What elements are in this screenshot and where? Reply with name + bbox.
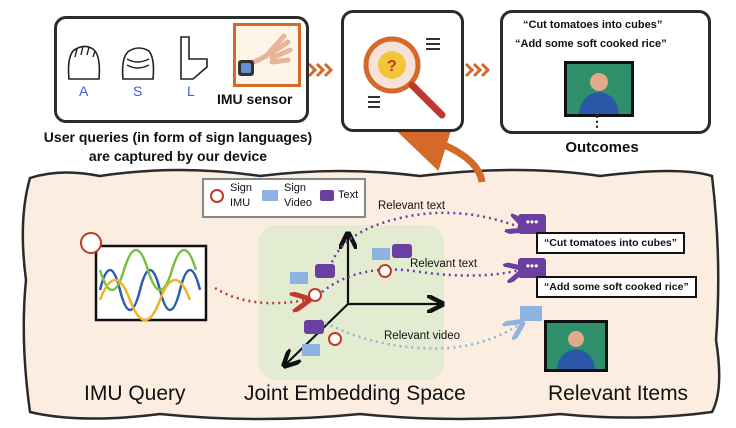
relevant-text-label-2: Relevant text	[410, 258, 478, 270]
legend: Sign IMU Sign Video Text	[202, 178, 366, 218]
text-icon	[320, 190, 334, 201]
imu-to-embedding-arrow	[214, 286, 306, 303]
legend-sign-video-line-2: Video	[284, 197, 312, 209]
hand-letter-a: A	[79, 83, 89, 99]
relevant-item-video-thumbnail	[544, 320, 608, 372]
legend-sign-video-line-1: Sign	[284, 182, 307, 194]
embedding-video-icon-1	[290, 272, 308, 284]
outcomes-panel: “Cut tomatoes into cubes” “Add some soft…	[500, 10, 711, 134]
hand-letter-s: S	[133, 83, 143, 99]
imu-sensor-image	[233, 23, 301, 87]
embedding-text-icon-2	[392, 244, 412, 258]
sign-imu-icon	[210, 189, 224, 203]
query-caption-line-1: User queries (in form of sign languages)	[43, 129, 313, 145]
hand-sign-a-icon	[63, 41, 105, 81]
search-magnifier-icon: ?	[363, 36, 446, 119]
sign-video-icon	[262, 190, 278, 201]
legend-text: Text	[338, 189, 359, 201]
joint-space-region	[258, 225, 444, 380]
query-caption-line-2: are captured by our device	[88, 148, 268, 164]
caption-joint-space: Joint Embedding Space	[244, 382, 466, 405]
caption-imu-query: IMU Query	[84, 382, 186, 405]
item-2-chat-icon: •••	[518, 258, 546, 278]
hand-sign-l-icon	[171, 33, 213, 81]
embedding-axes	[286, 236, 440, 364]
embedding-imu-icon-2	[378, 264, 392, 278]
relevant-item-2: “Add some soft cooked rice”	[536, 276, 697, 298]
svg-text:?: ?	[387, 58, 397, 75]
embedding-text-icon-3	[304, 320, 324, 334]
query-panel: A S L IMU sensor	[54, 16, 309, 123]
imu-query-globe-icon	[80, 232, 102, 254]
imu-sensor-label: IMU sensor	[217, 91, 293, 107]
hand-sign-s-icon	[117, 41, 159, 81]
imu-waveform	[98, 248, 202, 322]
relevant-text-arrow-1	[328, 211, 522, 269]
caption-relevant-items: Relevant Items	[548, 382, 689, 405]
embedding-video-icon-3	[302, 344, 320, 356]
up-arrow	[393, 117, 486, 183]
relevant-item-1: “Cut tomatoes into cubes”	[536, 232, 686, 254]
outcome-video-thumbnail	[564, 61, 634, 117]
relevant-video-label: Relevant video	[384, 330, 461, 342]
hand-letter-l: L	[187, 83, 195, 99]
embedding-imu-icon-1	[308, 288, 322, 302]
outcomes-caption: Outcomes	[565, 139, 639, 156]
legend-sign-imu-line-2: IMU	[230, 197, 251, 209]
query-caption: User queries (in form of sign languages)…	[28, 128, 328, 166]
relevant-text-arrow-2	[321, 270, 520, 293]
imu-waveform-box	[94, 244, 208, 322]
relevant-text-label-1: Relevant text	[378, 200, 446, 212]
embedding-video-icon-2	[372, 248, 390, 260]
outcome-ellipsis: ⋮	[590, 113, 604, 129]
chevron-arrows-1	[307, 62, 334, 78]
outcome-quote-1: “Cut tomatoes into cubes”	[523, 19, 663, 31]
search-panel: ?	[341, 10, 464, 132]
outcome-quote-2: “Add some soft cooked rice”	[515, 38, 667, 50]
item-3-video-icon	[520, 306, 542, 321]
embedding-text-icon-1	[315, 264, 335, 278]
embedding-imu-icon-3	[328, 332, 342, 346]
chevron-arrows-2	[464, 62, 491, 78]
legend-sign-imu-line-1: Sign	[230, 182, 253, 194]
item-1-chat-icon: •••	[518, 214, 546, 234]
